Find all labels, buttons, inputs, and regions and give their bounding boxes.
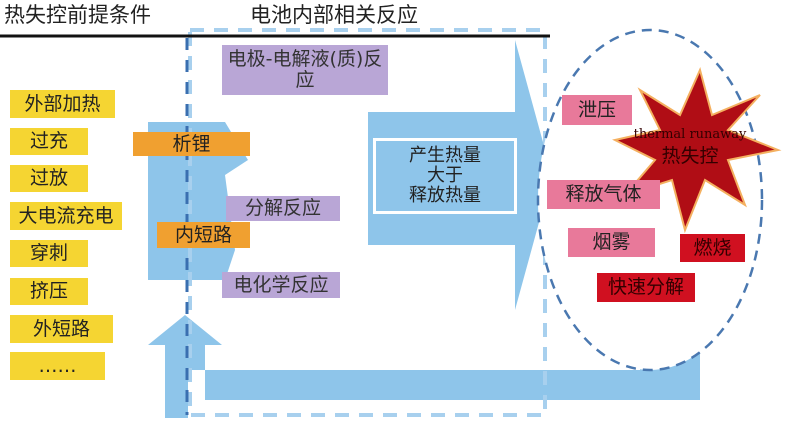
result-venting: 泄压 xyxy=(562,95,632,125)
result-gas-release: 释放气体 xyxy=(547,180,660,209)
condition-external-short: 外短路 xyxy=(10,315,113,343)
title-preconditions: 热失控前提条件 xyxy=(4,3,151,27)
result-fire: 燃烧 xyxy=(680,234,745,262)
thermal-runaway-en: thermal runaway xyxy=(633,127,747,142)
heat-imbalance-box: 产生热量 大于 释放热量 xyxy=(373,138,517,214)
lithium-plating: 析锂 xyxy=(133,132,250,156)
thermal-runaway-zh: 热失控 xyxy=(661,145,719,167)
condition-high-current: 大电流充电 xyxy=(10,202,122,230)
condition-overcharge: 过充 xyxy=(10,128,88,155)
feedback-arrow xyxy=(148,315,700,418)
result-smoke: 烟雾 xyxy=(568,228,655,257)
explosion-starburst-icon xyxy=(612,67,782,234)
condition-external-heating: 外部加热 xyxy=(10,90,115,118)
title-internal-reactions: 电池内部相关反应 xyxy=(250,3,418,27)
internal-short: 内短路 xyxy=(157,222,250,248)
condition-puncture: 穿刺 xyxy=(10,240,88,267)
condition-crush: 挤压 xyxy=(10,278,88,305)
result-rapid-decomposition: 快速分解 xyxy=(597,273,695,302)
heat-line-1: 产生热量 xyxy=(409,145,481,167)
decomposition-reaction: 分解反应 xyxy=(226,196,340,221)
condition-overdischarge: 过放 xyxy=(10,165,88,192)
internal-reaction-dashed-box xyxy=(188,28,547,417)
electrochemical-reaction: 电化学反应 xyxy=(222,272,340,298)
heat-line-3: 释放热量 xyxy=(409,184,481,206)
condition-more: …… xyxy=(10,352,105,380)
electrode-electrolyte-reaction: 电极-电解液(质)反应 xyxy=(222,45,388,95)
heat-line-2: 大于 xyxy=(427,165,463,187)
